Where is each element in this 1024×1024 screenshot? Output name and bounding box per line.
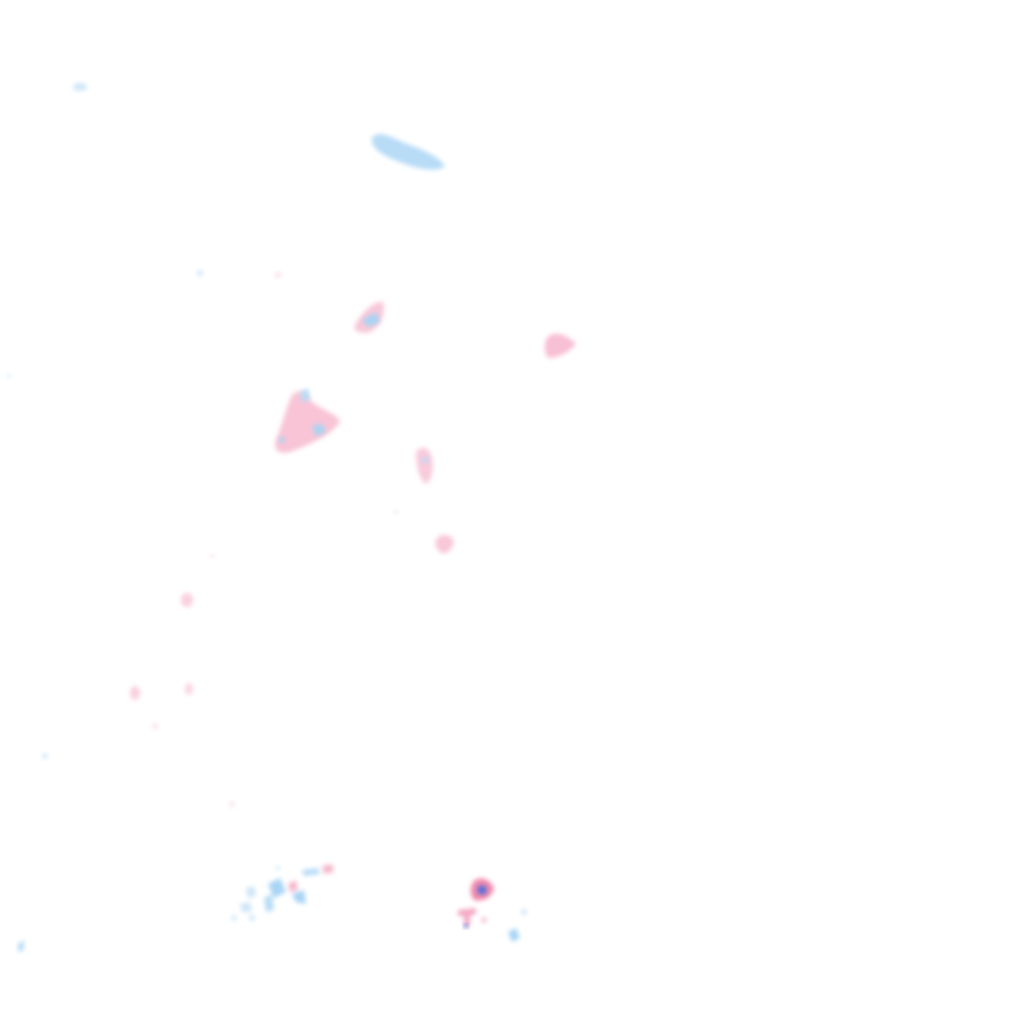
pink-speck	[210, 554, 214, 558]
pink-blob	[274, 391, 340, 453]
pink-blob	[185, 683, 193, 695]
pink-blob	[181, 593, 193, 607]
blue-blob	[362, 312, 380, 327]
blue-speck	[42, 753, 48, 759]
pink-blob	[435, 534, 454, 554]
pink-blob	[130, 686, 140, 700]
blue-speck	[279, 437, 285, 443]
blue-blob	[73, 83, 87, 91]
blue-blob	[371, 134, 445, 170]
pink-speck	[229, 801, 235, 807]
pink-speck	[394, 510, 398, 514]
echo-cluster-left	[231, 864, 334, 921]
pink-blob	[544, 333, 576, 358]
blue-speck	[422, 457, 428, 463]
pink-blob	[416, 447, 433, 484]
blue-speck	[197, 270, 203, 276]
blue-blob	[312, 424, 326, 436]
pink-speck	[152, 723, 158, 729]
blue-speck	[7, 374, 11, 378]
pink-speck	[275, 272, 281, 278]
blue-blob	[300, 388, 310, 402]
blue-blob	[18, 940, 24, 952]
echo-cluster-right	[458, 878, 527, 942]
